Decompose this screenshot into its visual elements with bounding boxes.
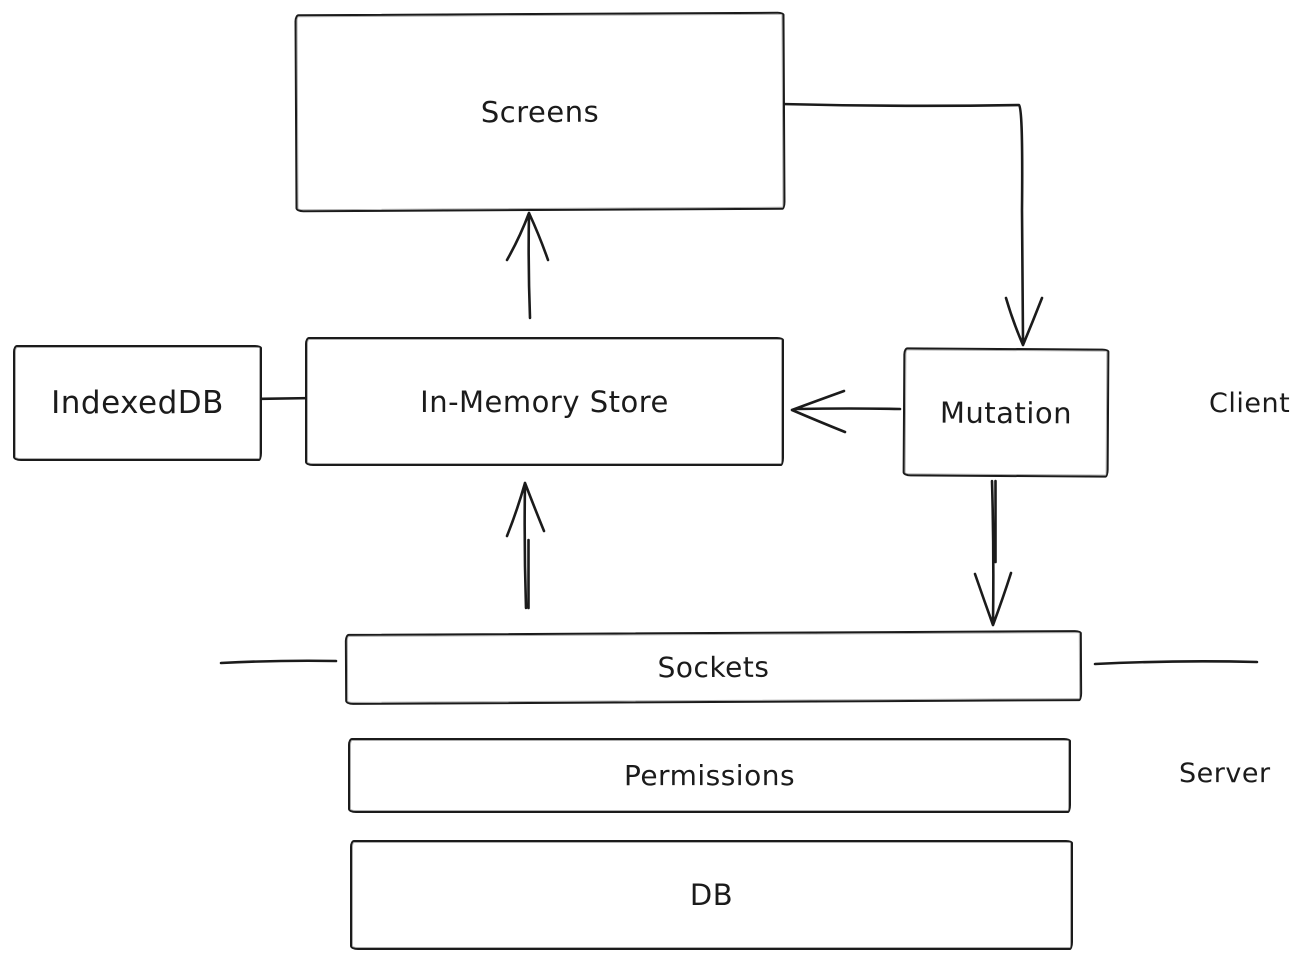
node-indexeddb: IndexedDB: [13, 345, 262, 461]
node-mutation-label: Mutation: [939, 395, 1073, 430]
node-db-label: DB: [689, 878, 734, 912]
edge-mutation-to-sockets: [973, 479, 1013, 627]
separator-right: [1093, 660, 1259, 666]
node-sockets: Sockets: [344, 630, 1083, 705]
node-screens: Screens: [294, 11, 786, 213]
node-in-memory-store-label: In-Memory Store: [420, 384, 669, 419]
node-indexeddb-label: IndexedDB: [51, 385, 224, 421]
node-sockets-label: Sockets: [657, 650, 770, 685]
node-screens-label: Screens: [480, 94, 600, 130]
edge-sockets-to-inmemory: [505, 481, 546, 610]
node-mutation: Mutation: [902, 347, 1110, 478]
edge-mutation-to-inmemory: [790, 389, 902, 434]
edge-screens-to-mutation: [779, 102, 1044, 347]
edge-inmemory-to-screens: [505, 211, 550, 320]
zone-label-server: Server: [1179, 758, 1271, 789]
node-permissions: Permissions: [348, 738, 1071, 813]
separator-left: [219, 659, 338, 665]
zone-label-client: Client: [1209, 388, 1291, 419]
node-permissions-label: Permissions: [623, 759, 796, 792]
node-in-memory-store: In-Memory Store: [305, 337, 784, 466]
node-db: DB: [350, 840, 1073, 950]
